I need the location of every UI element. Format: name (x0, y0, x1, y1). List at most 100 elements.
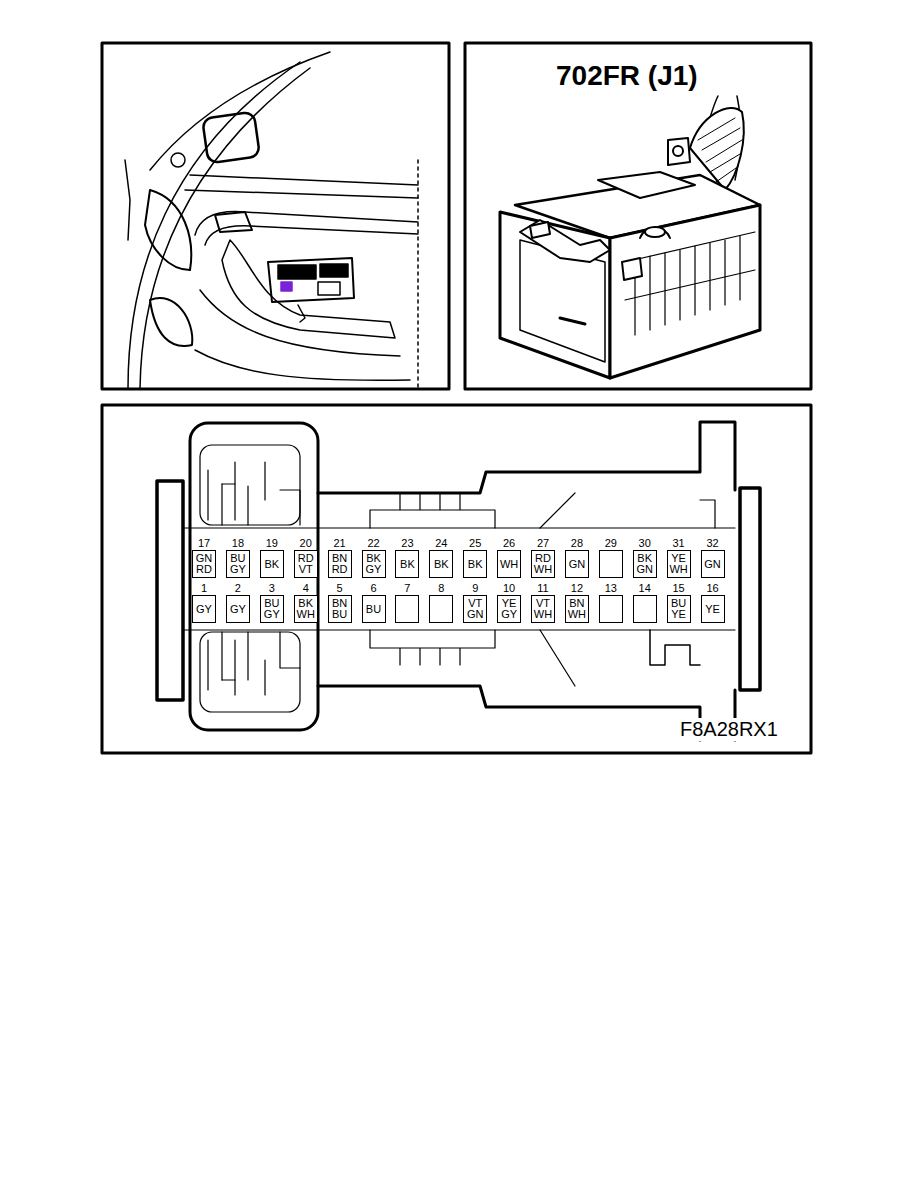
pin-number: 28 (560, 537, 594, 550)
pin-box: GN (565, 550, 589, 578)
pin-box: BK GN (633, 550, 657, 578)
pin-box (599, 595, 623, 623)
flange (740, 488, 760, 690)
pin-box: BU GY (260, 595, 284, 623)
pin-cell: 4 BK WH (289, 582, 323, 623)
pin-text-holder: YE (705, 604, 720, 615)
wire-color: BU (366, 604, 381, 615)
trim-line (195, 350, 410, 380)
pin-text-holder: BN RD (330, 553, 350, 575)
trim-line (195, 212, 418, 235)
pin-number: 25 (458, 537, 492, 550)
pin-cell: 10YE GY (492, 582, 526, 623)
door-top-edge (185, 190, 418, 198)
pin-cell: 22BK GY (357, 537, 391, 578)
pin-text-holder: BK (400, 559, 415, 570)
pin-text-holder: RD WH (533, 553, 553, 575)
pin-number: 6 (357, 582, 391, 595)
housing-ridge (598, 172, 695, 198)
pin-text-holder: BK WH (296, 598, 316, 620)
pin-text-holder: BU (366, 604, 381, 615)
pin-box: BN BU (328, 595, 352, 623)
pin-cell: 30BK GN (628, 537, 662, 578)
latch-tab (530, 222, 550, 238)
pin-box: BU GY (226, 550, 250, 578)
trim-line (298, 305, 305, 322)
latch-tab (622, 258, 642, 280)
door-top-edge (190, 175, 418, 185)
pin-text-holder: BK (468, 559, 483, 570)
wire-color: BU GY (228, 553, 248, 575)
pin-cell: 32GN (696, 537, 730, 578)
pin-number: 21 (323, 537, 357, 550)
pin-box: BK (395, 550, 419, 578)
figure-code: F8A28RX1 (678, 718, 780, 741)
wire-color: BK (434, 559, 449, 570)
pin-box (395, 595, 419, 623)
mount-hole (673, 146, 683, 156)
pin-box: YE WH (667, 550, 691, 578)
latch-detail (200, 445, 300, 525)
pin-cell: 24BK (424, 537, 458, 578)
pin-box: BU YE (667, 595, 691, 623)
pin-cell: 18 BU GY (221, 537, 255, 578)
pillar-line (150, 52, 330, 170)
wire-color: BK (264, 559, 279, 570)
pin-text-holder: BU GY (262, 598, 282, 620)
switch-button (318, 282, 340, 295)
panel-frame (102, 43, 449, 389)
pin-cell: 14 (628, 582, 662, 623)
pin-text-holder: VT GN (465, 598, 485, 620)
pin-number: 18 (221, 537, 255, 550)
mirror-knob (171, 153, 185, 167)
pin-text-holder: BN WH (567, 598, 587, 620)
pin-cell: 19BK (255, 537, 289, 578)
pin-number: 14 (628, 582, 662, 595)
pin-number: 19 (255, 537, 289, 550)
switch-panel (268, 258, 354, 302)
pin-box: BK GY (362, 550, 386, 578)
pin-text-holder: YE WH (669, 553, 689, 575)
pin-box: VT GN (463, 595, 487, 623)
wire-color: BN WH (567, 598, 587, 620)
wire-color: BN RD (330, 553, 350, 575)
pin-text-holder: BK GY (364, 553, 384, 575)
connector-title: 702FR (J1) (556, 60, 698, 92)
connector-location-mark (281, 282, 292, 291)
wire-color: VT GN (465, 598, 485, 620)
latch-detail (222, 484, 300, 680)
pin-number: 2 (221, 582, 255, 595)
wire-color: YE WH (669, 553, 689, 575)
pillar-line (125, 160, 130, 240)
pin-number: 31 (662, 537, 696, 550)
speaker-grille (150, 298, 192, 346)
slot (560, 318, 585, 324)
trim-line (205, 226, 418, 245)
pin-box (599, 550, 623, 578)
pin-number: 11 (526, 582, 560, 595)
speaker-grille (145, 190, 191, 270)
pin-cell: 31 YE WH (662, 537, 696, 578)
wire-color: BU YE (669, 598, 689, 620)
wire-color: GN RD (194, 553, 214, 575)
latch-detail (200, 632, 300, 712)
pin-box: BU (362, 595, 386, 623)
pin-cell: 21 BN RD (323, 537, 357, 578)
pin-number: 23 (390, 537, 424, 550)
pin-cell: 16YE (696, 582, 730, 623)
pin-number: 24 (424, 537, 458, 550)
pin-number: 12 (560, 582, 594, 595)
pin-cell: 6BU (357, 582, 391, 623)
pin-cell: 2GY (221, 582, 255, 623)
housing-side (610, 205, 760, 378)
pin-cell: 3BU GY (255, 582, 289, 623)
pin-text-holder: GY (196, 604, 212, 615)
pin-number: 16 (696, 582, 730, 595)
latch-slider (520, 220, 610, 262)
pin-number: 29 (594, 537, 628, 550)
pin-number: 4 (289, 582, 323, 595)
pin-number: 17 (187, 537, 221, 550)
flange (157, 481, 183, 700)
pin-text-holder: VT WH (533, 598, 553, 620)
pin-number: 13 (594, 582, 628, 595)
